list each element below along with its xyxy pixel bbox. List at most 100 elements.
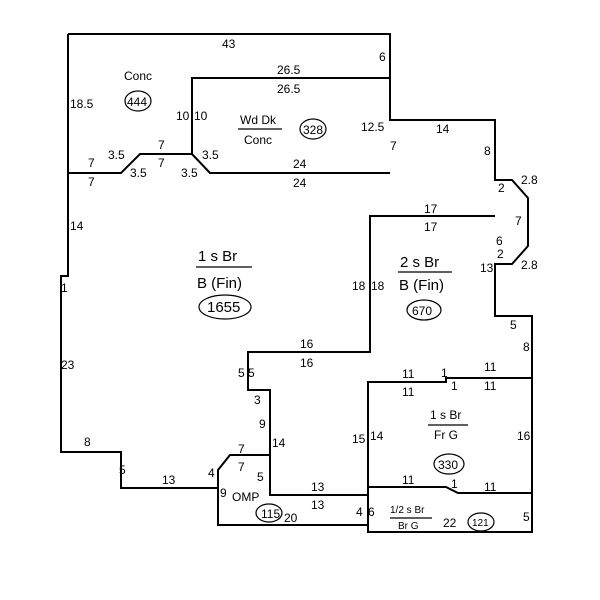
dim-label: 14	[370, 429, 384, 443]
dim-label: 1	[61, 281, 68, 295]
area-label-1s-br: 1 s Br	[198, 248, 237, 265]
outline-frame-garage	[367, 377, 532, 532]
dim-label: 7	[238, 442, 245, 456]
area-value-conc: 444	[127, 95, 147, 109]
dim-label: 3	[254, 393, 261, 407]
area-label-conc: Conc	[124, 69, 152, 83]
dim-label: 11	[484, 360, 497, 374]
dim-label: 6	[368, 505, 375, 519]
dim-label: 3.5	[202, 148, 219, 162]
dim-label: 26.5	[277, 63, 301, 77]
area-oval-omp	[255, 503, 283, 523]
area-oval-fr-g	[433, 453, 465, 475]
dim-label: 8	[84, 435, 91, 449]
dim-label: 16	[517, 429, 531, 443]
area-value-wd-dk: 328	[303, 123, 323, 137]
dim-label: 14	[70, 219, 84, 233]
dim-label: 26.5	[277, 82, 301, 96]
area-value-fr-g: 330	[438, 458, 458, 472]
dim-label: 3.5	[181, 166, 198, 180]
outline-garage-bottom	[368, 486, 532, 494]
dim-label: 5	[510, 318, 517, 332]
dim-label: 6	[379, 50, 386, 64]
area-oval-conc	[124, 90, 152, 112]
dim-label: 13	[311, 480, 325, 494]
dim-label: 24	[293, 176, 307, 190]
dim-label: 13	[162, 473, 176, 487]
outline-omp-porch	[217, 454, 270, 488]
dim-label: 3.5	[130, 166, 147, 180]
dim-label: 7	[515, 214, 522, 228]
outline-patio-edge	[68, 153, 390, 174]
dim-label: 2.8	[521, 173, 538, 187]
outline-two-story-section	[247, 215, 495, 496]
dim-label: 16	[300, 337, 314, 351]
dim-label: 11	[484, 379, 497, 393]
dim-label: 17	[424, 220, 438, 234]
area-value-half-br: 121	[472, 518, 489, 529]
dim-label: 17	[424, 202, 438, 216]
outline-main-house	[60, 33, 533, 533]
dim-label: 5	[257, 470, 264, 484]
dim-label: 43	[222, 37, 236, 51]
dim-label: 6	[496, 234, 503, 248]
area-value-2s-br: 670	[412, 304, 432, 318]
dim-label: 18	[371, 279, 385, 293]
dim-label: 2.8	[521, 258, 538, 272]
dim-label: 13	[311, 498, 325, 512]
dim-label: 11	[402, 367, 415, 381]
dim-label: 5	[119, 463, 126, 477]
dim-label: 1	[451, 477, 458, 491]
area-sub-half-br: Br G	[398, 521, 419, 532]
area-oval-half-br	[467, 512, 495, 532]
area-sub-wd-dk: Conc	[244, 133, 272, 147]
dim-label: 16	[300, 356, 314, 370]
area-oval-wd-dk	[299, 118, 327, 140]
dim-label: 4	[208, 466, 215, 480]
dim-label: 7	[158, 156, 165, 170]
area-value-omp: 115	[261, 507, 280, 521]
dim-label: 7	[88, 175, 95, 189]
dim-label: 9	[220, 486, 227, 500]
dim-label: 7	[238, 460, 245, 474]
dim-label: 12.5	[361, 120, 385, 134]
dim-label: 18.5	[70, 97, 94, 111]
dim-label: 18	[352, 279, 366, 293]
area-label-2s-br: 2 s Br	[400, 254, 439, 271]
dim-label: 3.5	[108, 148, 125, 162]
area-oval-1s-br	[198, 294, 252, 320]
dim-label: 1	[441, 366, 448, 380]
dim-label: 10	[176, 109, 190, 123]
dim-label: 10	[194, 109, 208, 123]
area-label-omp: OMP	[232, 490, 259, 504]
dim-label: 15	[352, 432, 366, 446]
area-sub-fr-g: Fr G	[434, 428, 458, 442]
dim-label: 11	[402, 385, 415, 399]
dim-label: 8	[523, 340, 530, 354]
dim-label: 13	[480, 261, 494, 275]
dim-label: 1	[451, 379, 458, 393]
dim-label: 23	[61, 358, 75, 372]
dim-label: 9	[259, 417, 266, 431]
dim-label: 4	[356, 505, 363, 519]
dim-label: 7	[158, 138, 165, 152]
dim-label: 14	[436, 122, 450, 136]
dim-label: 2	[497, 247, 504, 261]
area-value-1s-br: 1655	[207, 299, 240, 316]
dim-label: 5	[248, 366, 255, 380]
area-sub-1s-br: B (Fin)	[197, 275, 242, 292]
dim-label: 5	[238, 366, 245, 380]
outline-wood-deck	[191, 77, 390, 154]
dim-label: 11	[484, 480, 497, 494]
area-label-wd-dk: Wd Dk	[240, 113, 277, 127]
dim-label: 7	[390, 139, 397, 153]
dim-label: 7	[88, 156, 95, 170]
area-sub-2s-br: B (Fin)	[399, 277, 444, 294]
dim-label: 2	[498, 181, 505, 195]
area-label-fr-g: 1 s Br	[430, 408, 461, 422]
dim-label: 5	[523, 510, 530, 524]
dim-label: 24	[293, 157, 307, 171]
dim-label: 14	[272, 436, 286, 450]
dim-label: 11	[402, 473, 415, 487]
